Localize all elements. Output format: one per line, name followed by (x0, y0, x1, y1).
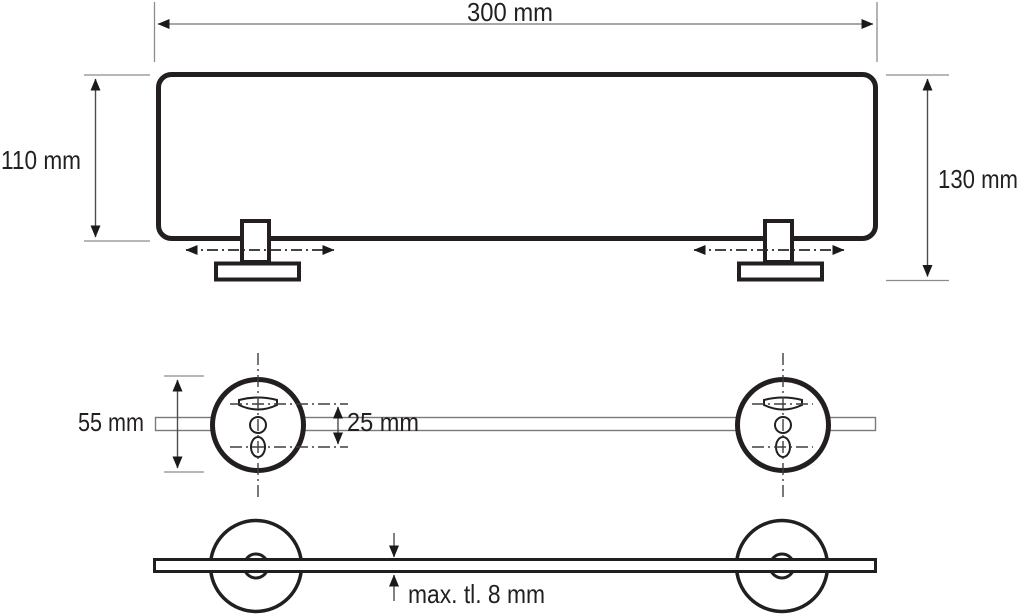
dimension-label-total-depth: 130 mm (938, 164, 1018, 194)
left-bracket-post (240, 219, 271, 264)
bottom-view: max. tl. 8 mm (153, 518, 877, 614)
right-bracket-base (737, 261, 824, 282)
right-bracket-post (763, 219, 794, 264)
dimension-label-width: 300 mm (467, 0, 553, 27)
left-bracket-base (214, 261, 301, 282)
dimension-label-plate-diameter: 55 mm (78, 407, 144, 437)
plan-view: 300 mm 110 mm 130 mm (1, 0, 1018, 282)
dimension-label-glass-thickness: max. tl. 8 mm (408, 579, 545, 609)
glass-shelf-slab (153, 558, 877, 573)
front-view: 55 mm 25 mm (78, 353, 877, 501)
right-bracket (693, 219, 845, 282)
dimension-label-hole-spacing: 25 mm (347, 407, 419, 437)
left-bracket (185, 219, 335, 282)
dimension-label-depth: 110 mm (1, 145, 81, 175)
shelf-outline (156, 72, 878, 241)
